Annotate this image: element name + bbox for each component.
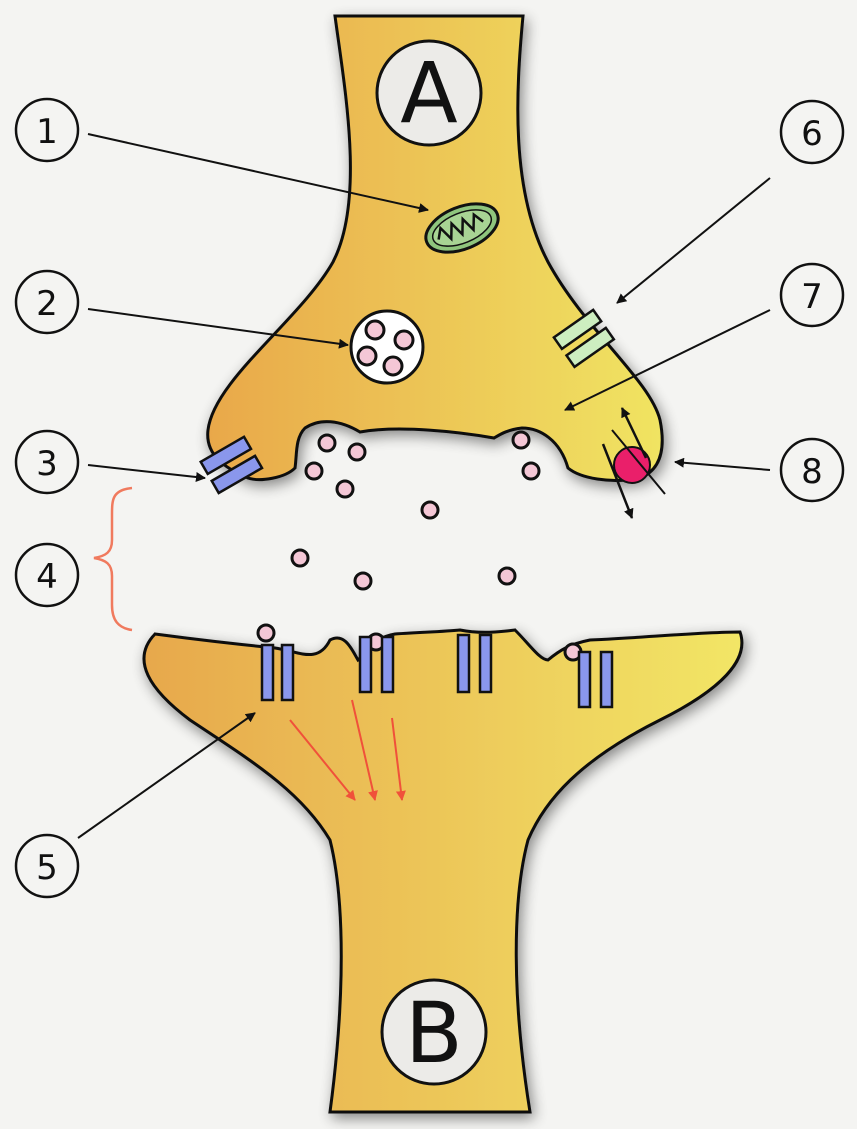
callout-2: 2	[16, 271, 78, 333]
callout-number: 5	[36, 848, 58, 888]
callout-number: 6	[801, 114, 823, 154]
released-vesicles	[306, 432, 539, 497]
callout-1: 1	[16, 99, 78, 161]
callout-number: 7	[801, 277, 823, 317]
callout-number: 4	[36, 557, 58, 597]
presynaptic-label: A	[377, 41, 481, 145]
callout-5: 5	[16, 835, 78, 897]
neuron-letter-b: B	[405, 984, 463, 1082]
callout-7: 7	[781, 264, 843, 326]
synaptic-vesicle-icon	[351, 311, 423, 383]
callout-8: 8	[781, 439, 843, 501]
neurotransmitters-in-cleft	[292, 502, 515, 589]
postsynaptic-label: B	[382, 980, 486, 1084]
synaptic-cleft-brace	[94, 488, 132, 630]
callout-6: 6	[781, 101, 843, 163]
callout-number: 2	[36, 284, 58, 324]
callout-number: 3	[36, 444, 58, 484]
neuron-letter-a: A	[400, 44, 457, 142]
callout-3: 3	[16, 431, 78, 493]
callout-number: 8	[801, 452, 823, 492]
callout-4: 4	[16, 544, 78, 606]
callout-number: 1	[36, 112, 58, 152]
